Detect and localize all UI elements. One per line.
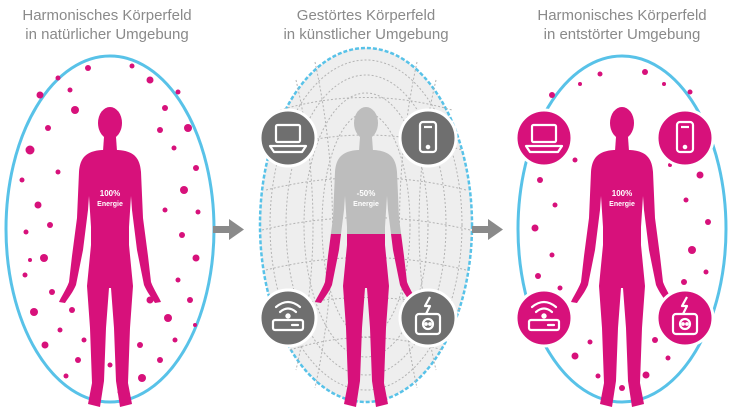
smartphone-icon: [675, 120, 695, 154]
panel-2-title: Gestörtes Körperfeld in künstlicher Umge…: [256, 6, 476, 44]
power-socket-icon: [671, 296, 699, 336]
panel-2-router-device: [258, 288, 318, 348]
arrow-right-icon: [472, 219, 503, 240]
panel-3-energy-dots: [531, 69, 711, 391]
panel-2-energy-value: -50%: [357, 189, 376, 198]
panel-3-title-line2: in entstörter Umgebung: [543, 26, 701, 43]
panel-2-socket-device: [398, 288, 458, 348]
wifi-router-icon: [527, 300, 561, 332]
panel-1-energy-value: 100%: [100, 189, 120, 198]
panel-1-energy-dots: [19, 63, 201, 395]
panel-3-router-device: [514, 288, 574, 348]
panel-2-smartphone-device: [398, 108, 458, 168]
wifi-router-icon: [271, 300, 305, 332]
panel-2-title-line2: in künstlicher Umgebung: [283, 26, 449, 43]
laptop-icon: [268, 123, 308, 154]
panel-1-title: Harmonisches Körperfeld in natürlicher U…: [0, 6, 217, 44]
panel-3-socket-device: [655, 288, 715, 348]
panel-1-title-line2: in natürlicher Umgebung: [25, 26, 189, 43]
panel-1-energy-label: Energie: [97, 201, 123, 208]
laptop-icon: [524, 123, 564, 154]
arrow-right-icon: [213, 219, 244, 240]
panel-2-energy-label: Energie: [353, 201, 379, 208]
panel-3: 100% Energie: [514, 54, 728, 407]
panel-2-laptop-device: [258, 108, 318, 168]
panel-3-energy-label: Energie: [609, 201, 635, 208]
panel-2-title-line1: Gestörtes Körperfeld: [296, 7, 436, 24]
panel-3-title-line1: Harmonisches Körperfeld: [537, 7, 707, 24]
panel-2: -50% Energie: [258, 46, 474, 407]
panel-1-title-line1: Harmonisches Körperfeld: [22, 7, 192, 24]
panel-3-title: Harmonisches Körperfeld in entstörter Um…: [512, 6, 732, 44]
panel-3-laptop-device: [514, 108, 574, 168]
panel-3-smartphone-device: [655, 108, 715, 168]
panel-3-energy-value: 100%: [612, 189, 632, 198]
smartphone-icon: [418, 120, 438, 154]
panel-1: 100% Energie: [4, 54, 216, 407]
power-socket-icon: [414, 296, 442, 336]
